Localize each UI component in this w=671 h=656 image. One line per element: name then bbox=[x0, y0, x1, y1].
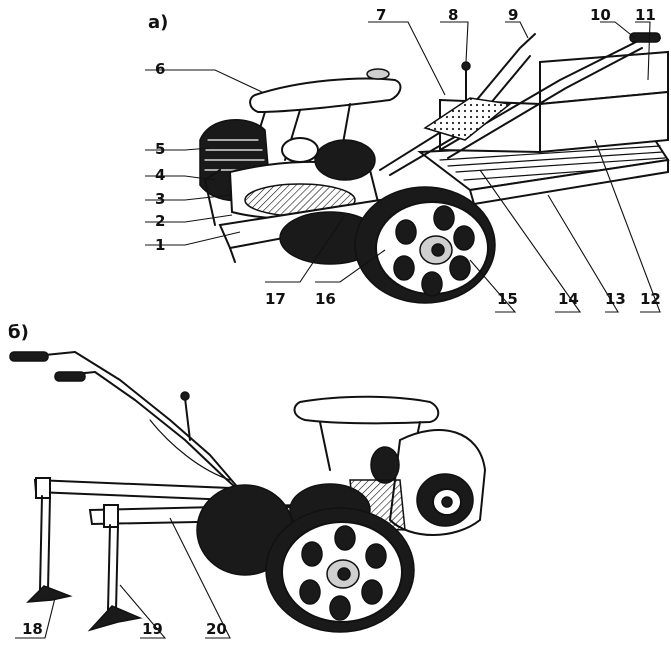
callout-6: 6 bbox=[155, 60, 165, 78]
callout-14: 14 bbox=[558, 290, 579, 308]
trailer-cart bbox=[417, 50, 670, 206]
callouts-b: 18 19 20 bbox=[22, 620, 227, 638]
panel-label-b: б) bbox=[8, 322, 29, 343]
callout-16: 16 bbox=[315, 290, 336, 308]
callouts-a: 1 2 3 4 5 6 7 8 9 10 11 12 13 14 15 16 1… bbox=[155, 6, 661, 308]
leaders-a bbox=[145, 21, 661, 313]
handlebars-a bbox=[379, 32, 661, 176]
wheel-b bbox=[265, 507, 415, 633]
callout-7: 7 bbox=[376, 6, 386, 24]
callout-13: 13 bbox=[605, 290, 626, 308]
callout-3: 3 bbox=[155, 190, 165, 208]
callout-15: 15 bbox=[497, 290, 518, 308]
callout-10: 10 bbox=[590, 6, 611, 24]
callout-4: 4 bbox=[155, 166, 165, 184]
leaders-b bbox=[15, 517, 231, 639]
callout-20: 20 bbox=[206, 620, 227, 638]
callout-2: 2 bbox=[155, 212, 165, 230]
wheel-a bbox=[354, 186, 496, 304]
callout-8: 8 bbox=[448, 6, 458, 24]
callout-1: 1 bbox=[155, 236, 165, 254]
callout-19: 19 bbox=[142, 620, 163, 638]
callout-17: 17 bbox=[265, 290, 286, 308]
tines bbox=[26, 495, 143, 632]
seat-mesh bbox=[423, 97, 512, 141]
panel-b-drawing bbox=[9, 351, 487, 639]
callout-12: 12 bbox=[640, 290, 661, 308]
panel-label-a: а) bbox=[148, 12, 168, 33]
callout-18: 18 bbox=[22, 620, 43, 638]
handlebars-b bbox=[9, 351, 256, 506]
callout-9: 9 bbox=[508, 6, 518, 24]
callout-5: 5 bbox=[155, 140, 165, 158]
callout-11: 11 bbox=[635, 6, 656, 24]
panel-a-drawing bbox=[145, 21, 670, 313]
